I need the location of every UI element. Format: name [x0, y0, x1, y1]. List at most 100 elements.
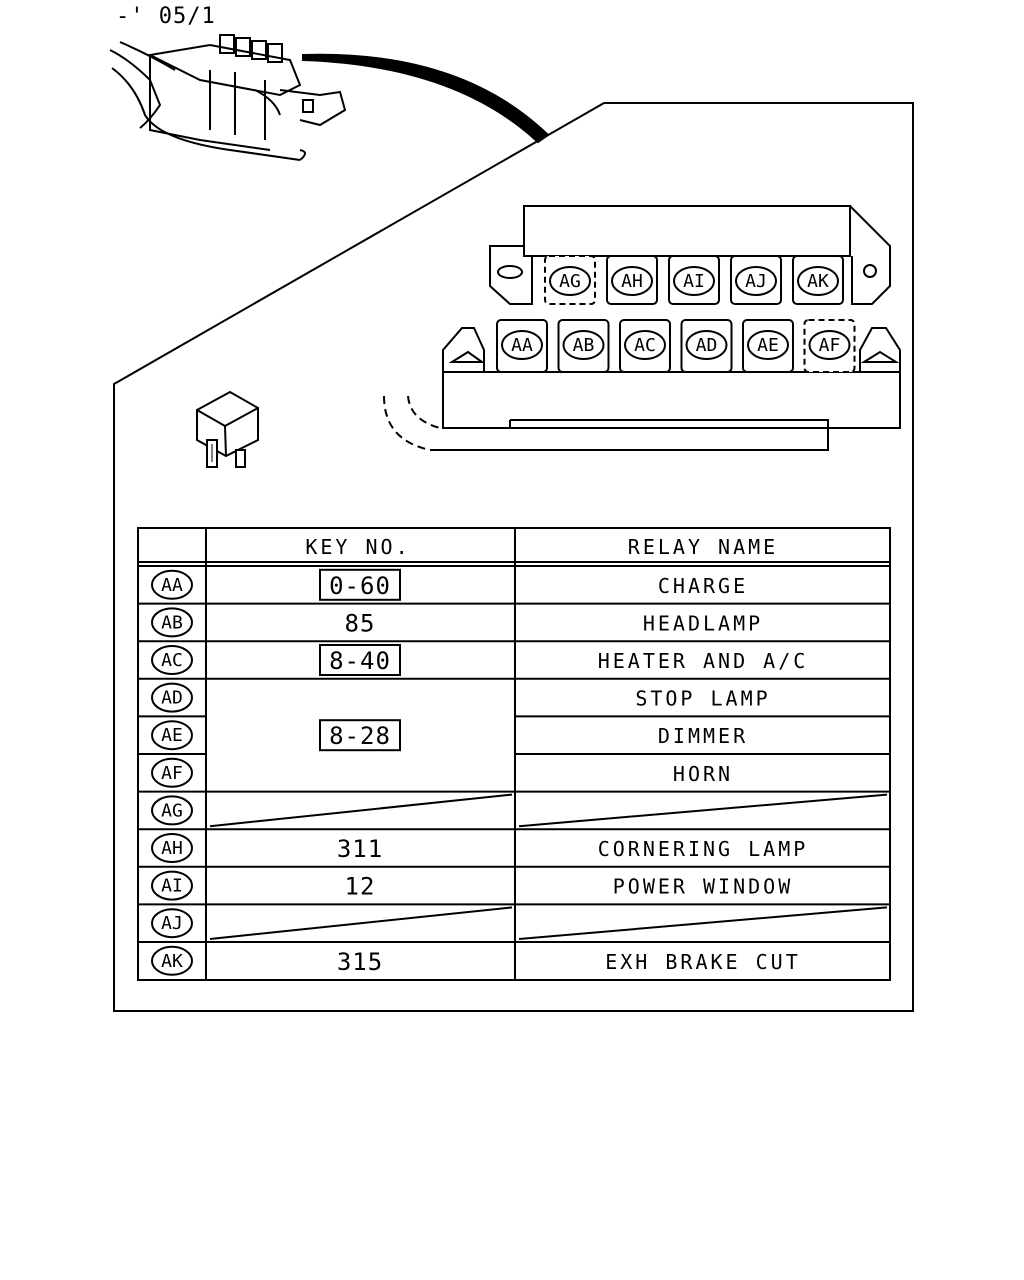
table-row: AG — [138, 793, 890, 831]
svg-text:AE: AE — [161, 725, 183, 746]
empty-key-slash — [209, 906, 513, 940]
socket-code-ak: AK — [797, 266, 839, 296]
key-number: 311 — [337, 835, 383, 863]
detail-frame — [113, 102, 914, 1012]
socket-code-ag: AG — [549, 266, 591, 296]
socket-code-ad: AD — [685, 330, 728, 360]
relay-box-upper-row: AG AH AI AJ AK — [544, 255, 844, 305]
empty-name-slash — [518, 906, 888, 940]
key-box — [319, 719, 401, 752]
svg-text:AF: AF — [161, 763, 183, 784]
svg-text:AH: AH — [621, 271, 643, 292]
key-number: 8-28 — [329, 722, 391, 750]
relay-icon — [196, 390, 259, 468]
svg-text:AJ: AJ — [745, 271, 767, 292]
relay-name: HEATER AND A/C — [598, 649, 809, 673]
table-row: AF HORN — [138, 757, 890, 793]
key-number: 8-40 — [329, 647, 391, 675]
svg-text:AA: AA — [511, 335, 533, 356]
row-code-aa: AA — [151, 569, 193, 600]
row-code-aj: AJ — [151, 908, 193, 939]
row-code-ae: AE — [151, 720, 193, 751]
svg-text:AC: AC — [634, 335, 656, 356]
empty-key-slash — [209, 793, 513, 828]
socket-code-ae: AE — [747, 330, 789, 360]
relay-socket-ah: AH — [606, 255, 658, 305]
table-row: AD 8-28 STOP LAMP — [138, 682, 890, 752]
socket-code-ah: AH — [611, 266, 653, 296]
svg-text:AB: AB — [161, 612, 183, 633]
header-key-no: KEY NO. — [305, 535, 410, 559]
callout-arrow — [302, 53, 550, 144]
relay-socket-ab: AB — [557, 319, 610, 373]
svg-text:AD: AD — [161, 688, 183, 709]
relay-socket-af: AF — [803, 319, 856, 373]
svg-text:AI: AI — [683, 271, 705, 292]
row-code-ad: AD — [151, 682, 193, 713]
svg-text:AG: AG — [559, 271, 581, 292]
key-box — [319, 568, 401, 601]
table-row: AE DIMMER — [138, 720, 890, 755]
relay-name: POWER WINDOW — [613, 875, 794, 899]
relay-socket-ac: AC — [619, 319, 671, 373]
socket-code-aa: AA — [501, 330, 543, 360]
key-number: 85 — [345, 609, 376, 637]
row-code-ab: AB — [151, 607, 193, 638]
row-code-ag: AG — [151, 795, 193, 826]
relay-socket-ag: AG — [544, 255, 596, 305]
relay-socket-ak: AK — [792, 255, 844, 305]
socket-code-ai: AI — [673, 266, 715, 296]
table-row: AJ — [138, 906, 890, 943]
row-code-ai: AI — [151, 870, 193, 901]
table-row: AB 85 HEADLAMP — [138, 607, 890, 643]
relay-socket-ad: AD — [680, 319, 733, 373]
row-code-af: AF — [151, 757, 193, 788]
table-row: AH 311 CORNERING LAMP — [138, 833, 890, 868]
relay-socket-ai: AI — [668, 255, 720, 305]
svg-text:AG: AG — [161, 800, 183, 821]
relay-table: KEY NO. RELAY NAME AA 0-60 CHARGE AB 85 HEADL… — [137, 527, 891, 981]
socket-code-aj: AJ — [735, 266, 777, 296]
relay-name: HEADLAMP — [643, 611, 763, 635]
svg-text:AC: AC — [161, 650, 183, 671]
row-code-ac: AC — [151, 645, 193, 675]
relay-socket-aj: AJ — [730, 255, 782, 305]
vehicle-harness-illustration — [109, 34, 347, 161]
relay-box — [383, 205, 901, 451]
relay-name: CORNERING LAMP — [598, 837, 809, 861]
header-relay-name: RELAY NAME — [628, 535, 778, 559]
svg-text:AF: AF — [819, 335, 841, 356]
key-number: 315 — [337, 948, 383, 976]
table-row: AI 12 POWER WINDOW — [138, 870, 890, 906]
svg-text:AH: AH — [161, 838, 183, 859]
svg-text:AK: AK — [807, 271, 829, 292]
table-row: AK 315 EXH BRAKE CUT — [151, 945, 801, 976]
svg-text:AE: AE — [757, 335, 779, 356]
svg-text:AI: AI — [161, 876, 183, 897]
key-number: 12 — [345, 873, 376, 901]
relay-name: STOP LAMP — [635, 687, 770, 711]
table-row: AA 0-60 CHARGE — [138, 568, 890, 605]
row-code-ak: AK — [151, 945, 193, 976]
svg-text:AD: AD — [696, 335, 718, 356]
relay-socket-ae: AE — [742, 319, 794, 373]
socket-code-af: AF — [808, 330, 851, 360]
socket-code-ac: AC — [624, 330, 666, 360]
svg-text:AB: AB — [573, 335, 595, 356]
relay-name: DIMMER — [658, 724, 748, 748]
key-number: 0-60 — [329, 572, 391, 600]
socket-code-ab: AB — [562, 330, 605, 360]
svg-text:AA: AA — [161, 575, 183, 596]
relay-box-lower-row: AA AB AC AD AE AF — [496, 319, 856, 373]
relay-socket-aa: AA — [496, 319, 548, 373]
svg-text:AJ: AJ — [161, 913, 183, 934]
table-row: AC 8-40 HEATER AND A/C — [138, 644, 890, 680]
key-box — [319, 644, 401, 676]
row-code-ah: AH — [151, 833, 193, 863]
page-reference: -' 05/1 — [116, 4, 216, 29]
relay-name: CHARGE — [658, 574, 748, 598]
relay-name: HORN — [673, 762, 733, 786]
svg-text:AK: AK — [161, 951, 183, 972]
relay-name: EXH BRAKE CUT — [605, 950, 801, 974]
